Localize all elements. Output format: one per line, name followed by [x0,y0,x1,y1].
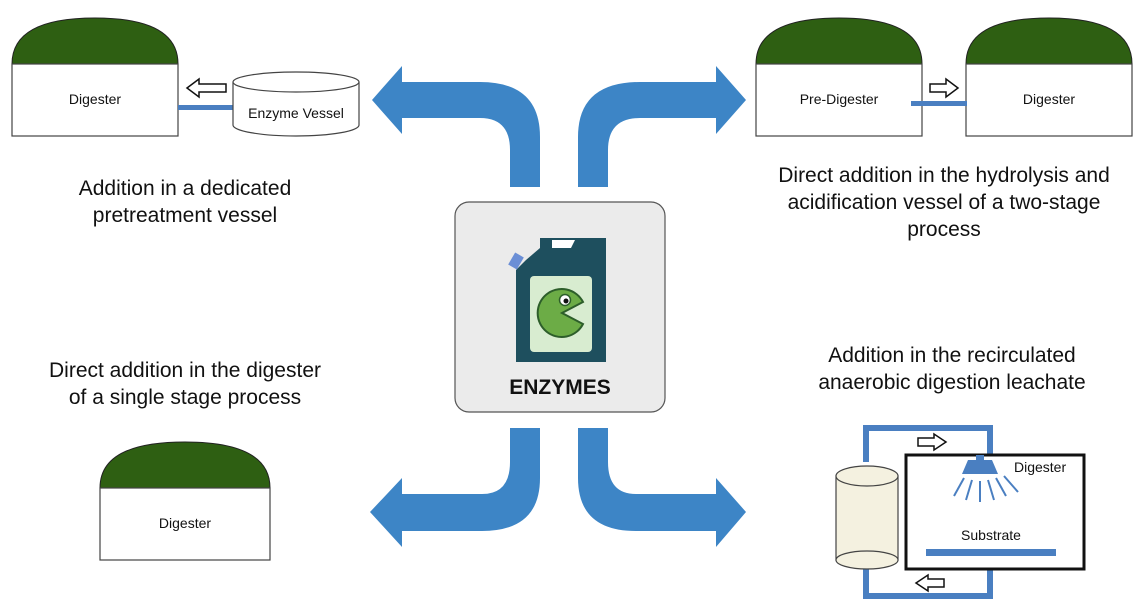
substrate-label: Substrate [961,527,1021,543]
caption-line: Addition in the recirculated [828,344,1076,367]
caption-line: acidification vessel of a two-stage [787,191,1101,214]
caption-line: Direct addition in the digester [49,359,321,382]
leachate-tank [835,475,899,561]
caption-bottom-left: Direct addition in the digester of a sin… [20,357,350,411]
caption-line: Direct addition in the hydrolysis and [778,164,1110,187]
caption-line: of a single stage process [68,386,302,409]
digester-dome [11,17,179,65]
flow-arrow-left-icon [185,77,227,99]
digester-tank [965,63,1133,137]
sprinkler-icon [962,455,998,474]
enzyme-vessel-label: Enzyme Vessel [248,105,344,121]
arrow-bottom-left [370,428,540,547]
digester-tank [11,63,179,137]
digester-label: Digester [1022,91,1076,107]
caption-line: anaerobic digestion leachate [818,371,1086,394]
digester-label: Digester [68,91,122,107]
caption-top-left: Addition in a dedicated pretreatment ves… [20,175,350,229]
caption-line: process [907,218,981,241]
caption-top-right: Direct addition in the hydrolysis and ac… [752,162,1136,243]
recirculation-loop [863,425,993,599]
arrow-top-right [578,66,746,187]
arrow-top-left [372,66,540,187]
pipe [178,105,240,110]
predigester-dome [755,17,923,65]
enzymes-title: ENZYMES [509,376,611,399]
predigester-label: Pre-Digester [799,91,879,107]
spray-lines [953,475,1019,502]
enzyme-face-icon [536,288,585,338]
digester-dome [965,17,1133,65]
arrows [370,66,746,547]
caption-line: Addition in a dedicated [78,177,292,200]
predigester-tank [755,63,923,137]
arrow-bottom-right [578,428,746,547]
digester-label: Digester [158,515,212,531]
flow-arrow-right-icon [917,432,948,452]
digester-dome [99,441,271,489]
caption-line: pretreatment vessel [92,204,278,227]
digester-tank [99,487,271,561]
flow-arrow-left-icon [914,573,945,593]
enzyme-vessel [232,82,360,137]
substrate-plate [926,549,1056,556]
caption-bottom-right: Addition in the recirculated anaerobic d… [780,342,1124,396]
pipe [911,101,967,106]
digester-label: Digester [1014,459,1067,475]
flow-arrow-right-icon [929,77,960,99]
